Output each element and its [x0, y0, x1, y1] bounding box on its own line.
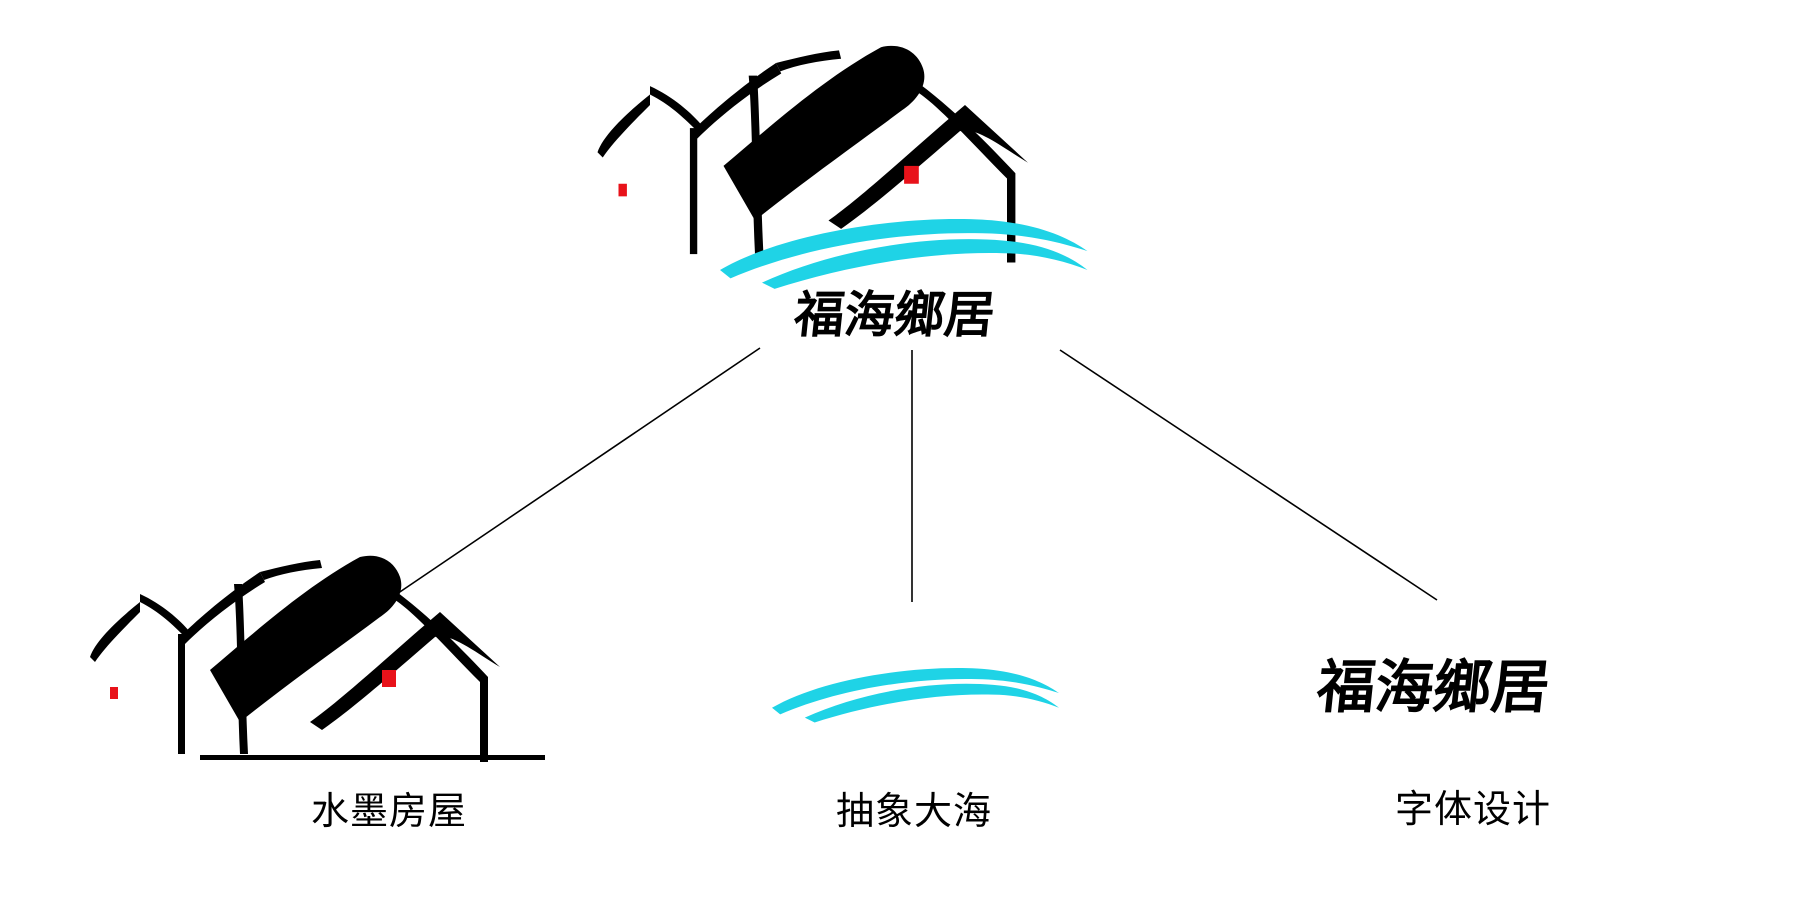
- label-ink-house: 水墨房屋: [311, 789, 468, 833]
- combined-logo: [597, 45, 1088, 289]
- logo-wordmark: 福海鄉居: [791, 286, 998, 344]
- ink-house-icon: [90, 555, 545, 762]
- label-abstract-sea: 抽象大海: [836, 789, 993, 833]
- font-design-wordmark: 福海鄉居: [1313, 653, 1554, 721]
- sea-wave-icon: [772, 667, 1059, 723]
- label-font-design: 字体设计: [1395, 787, 1552, 831]
- connector-left: [387, 347, 761, 601]
- connector-right: [1059, 349, 1438, 601]
